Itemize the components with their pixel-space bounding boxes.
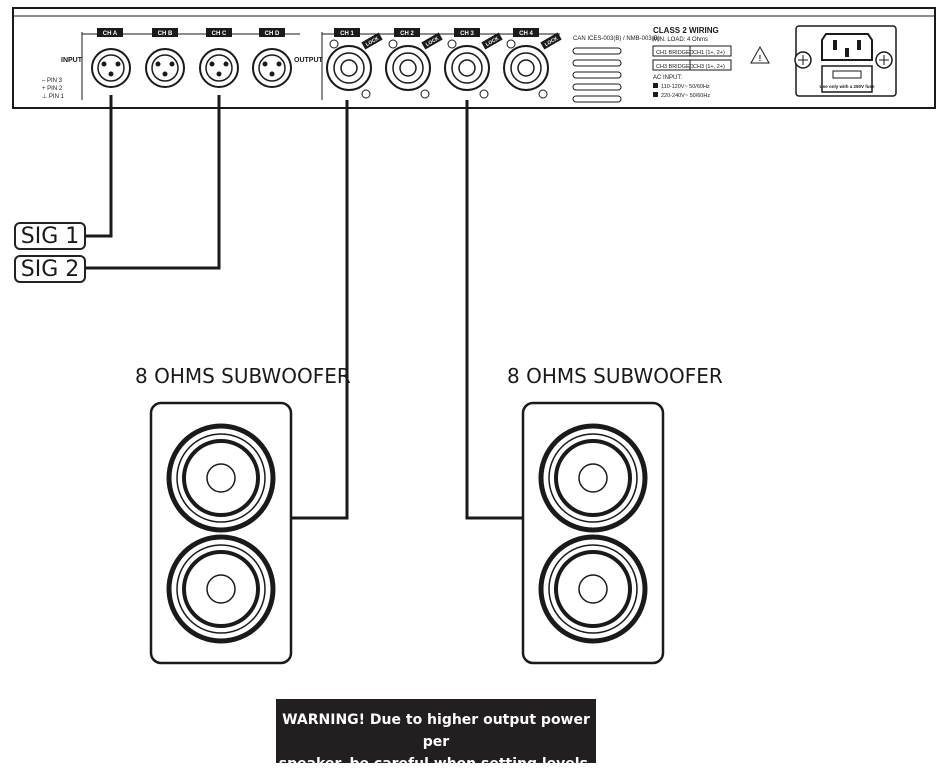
ac-option-1: 110-120V~ 50/60Hz	[661, 84, 710, 90]
ac-option-2: 220-240V~ 50/60Hz	[661, 93, 710, 99]
power-inlet[interactable]: Use only with a 250V fuse	[794, 25, 897, 97]
svg-text:CH B: CH B	[158, 31, 173, 37]
signal-label-1: SIG 1	[14, 222, 86, 250]
signal-wire-1	[86, 95, 113, 238]
svg-text:CH 4: CH 4	[519, 31, 533, 37]
svg-text:CH 3: CH 3	[460, 31, 474, 37]
subwoofer-1-title: 8 OHMS SUBWOOFER	[135, 364, 351, 388]
woofer-driver-icon	[538, 534, 648, 644]
speaker-wire-2	[465, 100, 523, 520]
fuse-label: Use only with a 250V fuse	[819, 84, 875, 89]
output-label: OUTPUT	[294, 57, 324, 64]
bridge-pins-2: CH3 (1+, 2+)	[693, 64, 725, 70]
caution-triangle-icon: !	[750, 45, 770, 64]
output-channel-ch-4[interactable]: CH 4 LOCK	[503, 28, 562, 99]
svg-text:CH D: CH D	[265, 31, 280, 37]
warning-banner: WARNING! Due to higher output power per …	[276, 699, 596, 772]
input-channel-ch-c[interactable]: CH C	[199, 28, 239, 88]
pin-2-label: + PIN 2	[42, 86, 63, 92]
pin-1-label: ⊥ PIN 1	[42, 93, 65, 100]
bridge-pins-1: CH1 (1+, 2+)	[693, 50, 725, 56]
output-channel-ch-1[interactable]: CH 1 LOCK	[326, 28, 383, 99]
fuse-holder	[821, 65, 873, 93]
warning-line-2: speaker, be careful when setting levels.	[278, 756, 594, 772]
subwoofer-2-title: 8 OHMS SUBWOOFER	[507, 364, 723, 388]
svg-text:CH A: CH A	[103, 31, 118, 37]
output-channel-ch-3[interactable]: CH 3 LOCK	[444, 28, 503, 99]
speaker-wires	[291, 100, 523, 520]
signal-wire-2	[86, 95, 221, 270]
woofer-driver-icon	[538, 423, 648, 533]
compliance-text: CAN ICES-003(B) / NMB-003(B)	[573, 36, 660, 42]
svg-text:!: !	[759, 54, 762, 63]
svg-text:CH C: CH C	[212, 31, 227, 37]
input-label: INPUT	[61, 57, 83, 64]
warning-line-1: WARNING! Due to higher output power per	[282, 712, 590, 750]
woofer-driver-icon	[166, 423, 276, 533]
class-2-title: CLASS 2 WIRING	[653, 26, 719, 35]
bridge-mode-2: CH3 BRIDGED	[656, 64, 694, 70]
input-channel-ch-b[interactable]: CH B	[145, 28, 185, 88]
svg-text:CH 2: CH 2	[400, 31, 414, 37]
ac-input-title: AC INPUT:	[653, 75, 682, 81]
woofer-driver-icon	[166, 534, 276, 644]
vent-slots	[572, 47, 622, 103]
pin-3-label: – PIN 3	[42, 78, 63, 84]
subwoofer-cabinet-2	[521, 401, 665, 665]
bridge-mode-1: CH1 BRIDGED	[656, 50, 694, 56]
subwoofer-cabinet-1	[149, 401, 293, 665]
output-channel-ch-2[interactable]: CH 2 LOCK	[385, 28, 443, 99]
input-channel-ch-a[interactable]: CH A	[91, 28, 131, 88]
signal-label-2: SIG 2	[14, 255, 86, 283]
input-channel-ch-d[interactable]: CH D	[252, 28, 292, 88]
svg-text:CH 1: CH 1	[340, 31, 354, 37]
min-load-text: MIN. LOAD: 4 Ohms	[653, 37, 708, 43]
amplifier-rear-panel: INPUT – PIN 3 + PIN 2 ⊥ PIN 1 CH A CH B …	[12, 7, 936, 109]
signal-wires	[86, 95, 221, 270]
speaker-wire-1	[291, 100, 349, 520]
